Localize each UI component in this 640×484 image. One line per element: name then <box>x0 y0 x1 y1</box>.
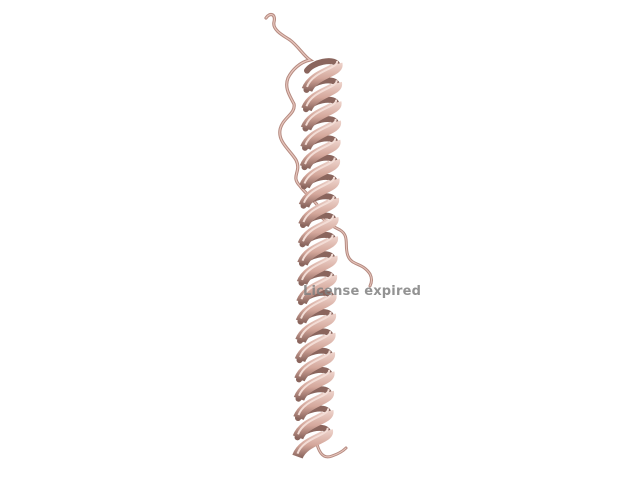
helix-turn-front <box>300 99 342 132</box>
helix-turn-front <box>300 119 341 151</box>
helix-turn-highlight <box>305 80 338 107</box>
license-watermark: License expired <box>303 284 422 299</box>
helix-turn-highlight <box>298 350 331 377</box>
helix-turn-front <box>299 138 341 170</box>
helix-turn-highlight <box>303 176 335 204</box>
helix-turn-highlight <box>301 234 334 262</box>
helix-turn-front <box>299 157 340 190</box>
helix-turn-highlight <box>300 273 333 300</box>
helix-turn-front <box>295 312 336 344</box>
helix-turn-front <box>297 215 339 247</box>
helix-turn-front <box>295 292 337 325</box>
helix-turn-front <box>301 61 343 93</box>
helix-turn-front <box>296 254 338 286</box>
helix-turn-highlight <box>302 195 335 223</box>
helix-turn-front <box>293 369 335 402</box>
alpha-helix <box>292 58 343 460</box>
helix-turn-highlight <box>300 292 332 319</box>
helix-turn-highlight <box>297 388 330 416</box>
helix-turn-highlight <box>301 253 333 281</box>
helix-turn-highlight <box>298 369 330 397</box>
helix-turn-front <box>296 273 337 305</box>
helix-turn-front <box>301 80 342 112</box>
helix-turn-front <box>292 408 334 440</box>
helix-turn-highlight <box>305 99 337 126</box>
helix-turn-front <box>298 196 339 228</box>
helix-turn-highlight <box>304 137 336 165</box>
helix-turn-highlight <box>299 330 331 358</box>
helix-turn-front <box>298 176 340 209</box>
helix-turn-highlight <box>297 408 329 435</box>
helix-turn-highlight <box>302 215 334 242</box>
helix-turn-highlight <box>304 118 337 146</box>
helix-turn-front <box>294 331 336 363</box>
helix-turn-front <box>292 427 333 460</box>
helix-turn-highlight <box>296 427 329 455</box>
helix-turn-highlight <box>306 60 338 88</box>
helix-turn-front <box>294 350 335 383</box>
helix-turn-front <box>297 234 338 267</box>
helix-turn-highlight <box>299 311 332 339</box>
helix-turn-highlight <box>303 157 336 184</box>
helix-turn-front <box>293 389 334 421</box>
helix-turn-back <box>304 58 340 74</box>
